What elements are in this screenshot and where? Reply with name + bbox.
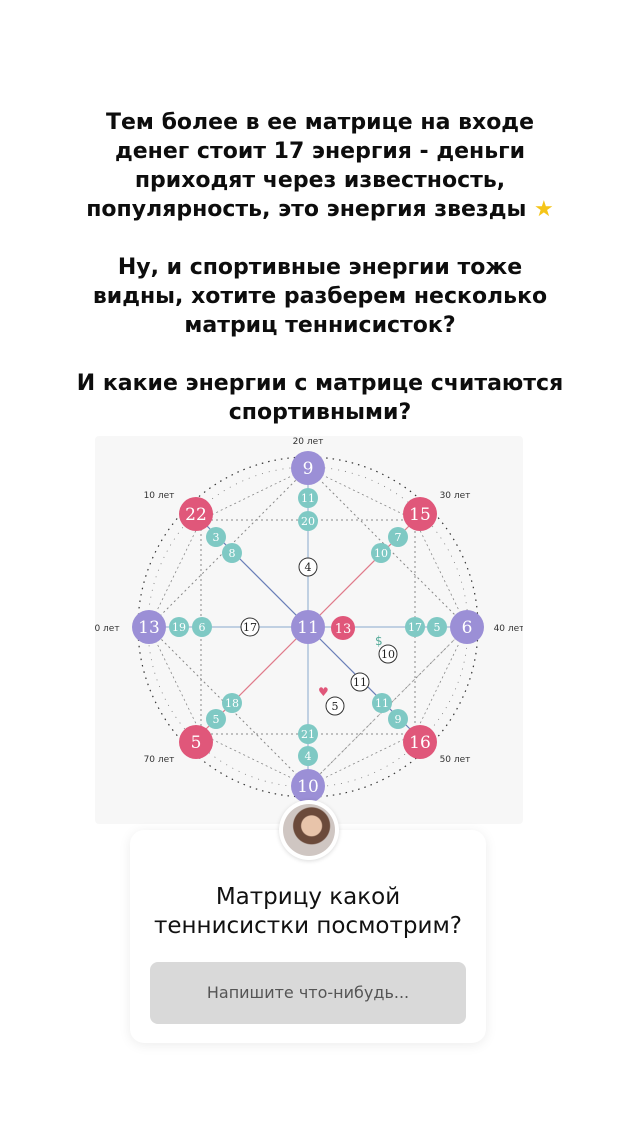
outer-node-top-left: 22 [179,497,213,531]
age-label-left: 0 лет [95,624,120,634]
connector [414,519,468,628]
inner-node: 10 [371,543,391,563]
svg-text:13: 13 [138,618,160,638]
svg-text:11: 11 [301,492,315,505]
connector [307,467,416,521]
svg-text:8: 8 [229,547,236,560]
caption-line: приходят через известность, [134,168,506,193]
svg-text:3: 3 [213,531,220,544]
connector [414,626,468,735]
connector [200,467,309,521]
money-node: 10 [378,644,398,664]
inner-node: 18 [222,693,242,713]
avatar-photo [283,804,335,856]
svg-text:15: 15 [409,505,431,525]
caption-line: Ну, и спортивные энергии тоже [117,255,523,280]
caption-line: спортивными? [228,400,412,425]
svg-text:19: 19 [172,621,186,634]
svg-text:21: 21 [301,728,315,741]
svg-text:11: 11 [375,697,389,710]
svg-text:10: 10 [374,547,388,560]
age-label-bottom-right: 50 лет [440,755,471,765]
svg-text:18: 18 [225,697,239,710]
svg-text:9: 9 [303,459,314,479]
question-line: Матрицу какой [215,884,401,910]
age-label-right: 40 лет [494,624,523,634]
outer-node-bottom-left: 5 [179,725,213,759]
svg-text:6: 6 [462,618,473,638]
question-sticker[interactable]: Матрицу какой теннисистки посмотрим? Нап… [130,830,486,1043]
outer-node-bottom: 10 [291,769,325,803]
svg-text:7: 7 [395,531,402,544]
question-line: теннисистки посмотрим? [153,913,463,939]
inner-node: 8 [222,543,242,563]
svg-text:4: 4 [305,750,312,763]
outer-node-right: 6 [450,610,484,644]
inner-node: 6 [192,617,212,637]
spacer [40,340,600,369]
svg-text:10: 10 [381,648,395,661]
inner-node: 11 [298,488,318,508]
question-text: Матрицу какой теннисистки посмотрим? [130,883,486,941]
svg-text:5: 5 [434,621,441,634]
svg-text:5: 5 [213,713,220,726]
svg-text:5: 5 [191,733,202,753]
svg-text:17: 17 [408,621,422,634]
inner-node: 5 [206,709,226,729]
star-icon: ★ [534,197,554,222]
answer-input[interactable]: Напишите что-нибудь... [150,962,466,1024]
inner-node: 11 [372,693,392,713]
outer-node-top-right: 15 [403,497,437,531]
age-label-top: 20 лет [293,437,324,447]
dollar-icon: $ [375,634,383,648]
age-label-top-left: 10 лет [144,491,175,501]
age-label-top-right: 30 лет [440,491,471,501]
connector [148,519,202,628]
inner-node: 17 [405,617,425,637]
svg-text:4: 4 [305,561,312,574]
love-node: 5 [325,696,345,716]
heart-icon: ♥ [318,685,329,699]
caption-line: Тем более в ее матрице на входе [106,110,534,135]
author-avatar[interactable] [279,800,339,860]
destiny-matrix-diagram: 20 лет 10 лет 30 лет 0 лет 40 лет 70 лет… [95,437,523,803]
svg-text:11: 11 [297,618,319,638]
svg-text:6: 6 [199,621,206,634]
caption-line: И какие энергии с матрице считаются [76,371,564,396]
svg-text:9: 9 [395,713,402,726]
svg-text:10: 10 [297,777,319,797]
money-node-2: 11 [350,672,370,692]
inner-node: 21 [298,724,318,744]
outer-node-left: 13 [132,610,166,644]
caption-line: видны, хотите разберем несколько [92,284,548,309]
caption-line: популярность, это энергия звезды ★ [86,197,554,222]
outer-node-top: 9 [291,451,325,485]
outer-node-bottom-right: 16 [403,725,437,759]
inner-node: 9 [388,709,408,729]
inner-node: 4 [298,746,318,766]
svg-text:20: 20 [301,515,315,528]
spacer [40,224,600,253]
svg-text:22: 22 [185,505,207,525]
inner-node: 5 [427,617,447,637]
inner-node: 4 [298,557,318,577]
svg-text:16: 16 [409,733,431,753]
inner-node: 20 [298,511,318,531]
inner-node: 3 [206,527,226,547]
svg-text:13: 13 [335,622,352,637]
center-right-node: 13 [331,616,355,640]
svg-text:11: 11 [353,676,367,689]
caption-line: матриц теннисисток? [184,313,456,338]
age-label-bottom-left: 70 лет [144,755,175,765]
svg-text:17: 17 [243,621,257,634]
inner-node: 7 [388,527,408,547]
connector [200,733,309,787]
caption-line: денег стоит 17 энергия - деньги [114,139,526,164]
center-node: 11 [291,610,325,644]
destiny-matrix-image: 20 лет 10 лет 30 лет 0 лет 40 лет 70 лет… [95,436,523,824]
inner-node: 19 [169,617,189,637]
svg-text:5: 5 [332,700,339,713]
story-caption: Тем более в ее матрице на входе денег ст… [40,108,600,427]
inner-node: 17 [240,617,260,637]
